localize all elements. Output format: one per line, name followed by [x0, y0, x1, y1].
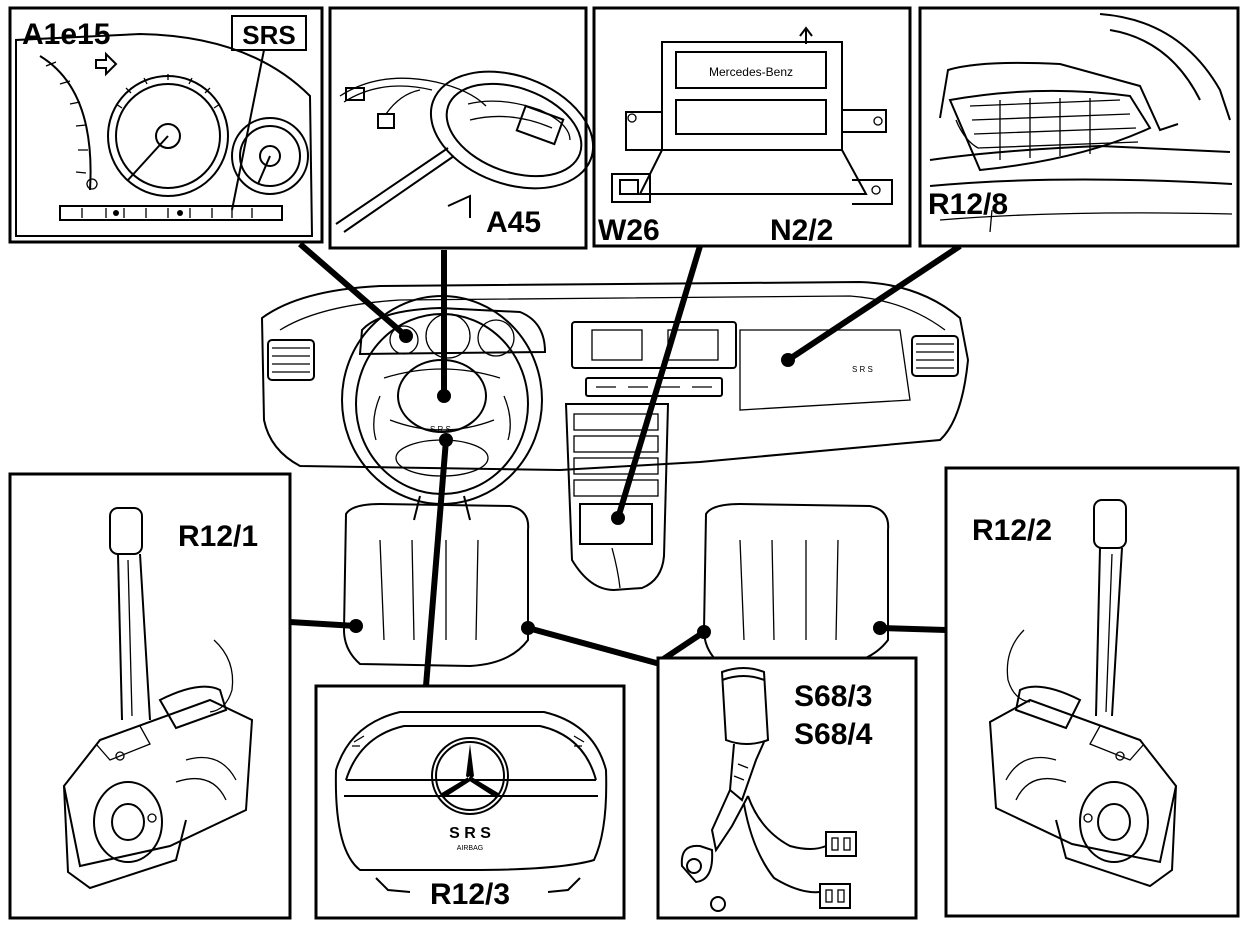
leader-r12-3 [423, 439, 449, 687]
label-a45: A45 [486, 206, 541, 239]
leader-r12-1 [289, 619, 357, 629]
dot-n2-2 [611, 511, 625, 525]
dashboard-view: S R S S R S [260, 280, 970, 668]
dot-r12-1 [349, 619, 363, 633]
mercedes-benz-nameplate: Mercedes-Benz [709, 65, 793, 79]
label-a1e15: A1e15 [22, 18, 110, 51]
label-r12-2: R12/2 [972, 514, 1052, 547]
dot-s68-right [697, 625, 711, 639]
leader-r12-8 [786, 243, 962, 363]
dot-a1e15 [399, 329, 413, 343]
panel-n2-2: Mercedes-Benz W26 N2/2 [592, 6, 912, 248]
airbag-srs-text: S R S [449, 825, 491, 842]
dot-r12-3 [439, 433, 453, 447]
leader-a1e15 [298, 241, 408, 339]
dot-r12-2 [873, 621, 887, 635]
leader-n2-2 [615, 245, 703, 519]
panel-r12-2: R12/2 [944, 466, 1240, 918]
label-s68-4: S68/4 [794, 718, 873, 751]
panel-a45: A45 [328, 6, 595, 250]
panel-r12-8: R12/8 [918, 6, 1240, 248]
label-r12-8: R12/8 [928, 188, 1008, 221]
dot-a45 [437, 389, 451, 403]
label-s68-3: S68/3 [794, 680, 872, 713]
dot-r12-8 [781, 353, 795, 367]
right-seat [702, 502, 890, 668]
panel-r12-3: S R S AIRBAG R12/3 [314, 684, 626, 920]
label-r12-3: R12/3 [430, 878, 510, 911]
panel-a1e15: SRS A1e15 [8, 6, 324, 244]
panel-s68: S68/3 S68/4 [656, 656, 918, 920]
wheel-srs-text: S R S [430, 425, 451, 434]
leader-s68-left [527, 625, 661, 667]
srs-badge-label: SRS [242, 20, 295, 50]
label-n2-2: N2/2 [770, 214, 833, 247]
label-w26: W26 [598, 214, 660, 247]
leader-lines [289, 241, 962, 687]
dashboard-srs-text: S R S [852, 365, 873, 374]
leader-r12-2 [879, 625, 947, 633]
panel-r12-1: R12/1 [8, 472, 292, 920]
dot-s68-left [521, 621, 535, 635]
left-seat [342, 502, 530, 668]
airbag-cover-text: AIRBAG [457, 845, 483, 852]
label-r12-1: R12/1 [178, 520, 258, 553]
